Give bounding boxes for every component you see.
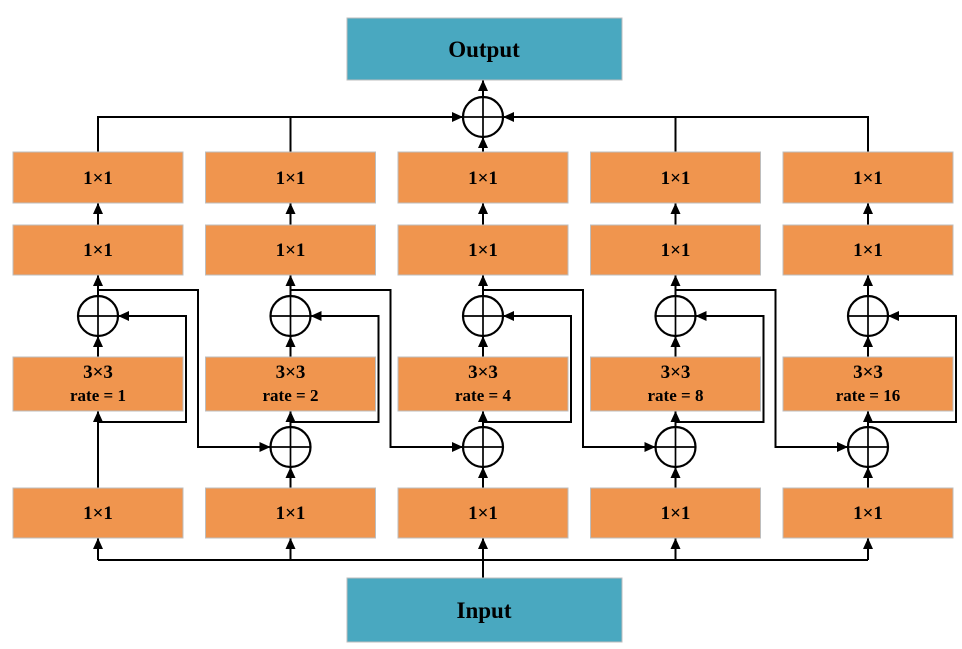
col2-residual-sum-icon — [269, 294, 312, 338]
col4-top-1x1-label: 1×1 — [661, 168, 691, 189]
col3-mid-1x1-label: 1×1 — [468, 240, 498, 261]
col1-atrous-3x3-label: 3×3 — [83, 362, 113, 383]
column-2: 1×1 1×1 3×3 rate = 2 1×1 — [205, 151, 376, 539]
col5-bottom-1x1-label: 1×1 — [853, 503, 883, 524]
col5-to-global-sum-line — [503, 112, 869, 152]
col4-top-1x1-box — [590, 151, 761, 204]
col2-top-1x1-label: 1×1 — [276, 168, 306, 189]
col1-bottom-1x1-label: 1×1 — [83, 503, 113, 524]
column-5: 1×1 1×1 3×3 rate = 16 1×1 — [782, 151, 954, 539]
global-sum-icon — [461, 95, 505, 139]
col2-atrous-3x3-label: 3×3 — [276, 362, 306, 383]
col4-atrous-3x3-box — [590, 356, 761, 412]
col2-mid-1x1-label: 1×1 — [276, 240, 306, 261]
col4-bottom-1x1-box — [590, 487, 761, 539]
connections — [93, 80, 957, 578]
col2-top-1x1-box — [205, 151, 376, 204]
col3-bottom-1x1-label: 1×1 — [468, 503, 498, 524]
col3-atrous-rate-label: rate = 4 — [455, 386, 511, 405]
col4-residual-skip-path — [675, 311, 765, 423]
col4-bottom-1x1-label: 1×1 — [661, 503, 691, 524]
col5-mid-1x1-label: 1×1 — [853, 240, 883, 261]
col5-mid-1x1-box — [782, 224, 954, 276]
col5-top-1x1-box — [782, 151, 954, 204]
col5-dense-sum-icon — [846, 425, 890, 469]
col3-residual-skip-path — [483, 311, 572, 423]
col3-atrous-3x3-box — [397, 356, 569, 412]
output-box — [346, 17, 623, 81]
col1-to-global-sum-line — [97, 112, 463, 152]
col1-bottom-1x1-box — [12, 487, 184, 539]
col1-mid-1x1-label: 1×1 — [83, 240, 113, 261]
col1-top-1x1-label: 1×1 — [83, 168, 113, 189]
col2-bottom-1x1-label: 1×1 — [276, 503, 306, 524]
col4-residual-sum-icon — [654, 294, 697, 338]
col4-to-col5-dense-path — [675, 289, 848, 452]
col4-atrous-rate-label: rate = 8 — [648, 386, 704, 405]
col1-residual-skip-path — [98, 311, 187, 423]
col3-top-1x1-box — [397, 151, 569, 204]
input-box — [346, 577, 623, 643]
column-3: 1×1 1×1 3×3 rate = 4 1×1 — [397, 151, 569, 539]
col5-top-1x1-label: 1×1 — [853, 168, 883, 189]
col2-bottom-1x1-box — [205, 487, 376, 539]
col1-residual-sum-icon — [76, 294, 120, 338]
col4-atrous-3x3-label: 3×3 — [661, 362, 691, 383]
col2-atrous-rate-label: rate = 2 — [263, 386, 319, 405]
col2-dense-sum-icon — [269, 425, 312, 469]
col1-top-1x1-box — [12, 151, 184, 204]
col4-dense-sum-icon — [654, 425, 697, 469]
col4-mid-1x1-label: 1×1 — [661, 240, 691, 261]
col3-to-col4-dense-path — [483, 289, 656, 452]
column-4: 1×1 1×1 3×3 rate = 8 1×1 — [590, 151, 761, 539]
col3-atrous-3x3-label: 3×3 — [468, 362, 498, 383]
col5-atrous-3x3-box — [782, 356, 954, 412]
input-label: Input — [457, 598, 512, 623]
col1-to-col2-dense-path — [98, 289, 271, 452]
col5-atrous-rate-label: rate = 16 — [836, 386, 900, 405]
output-label: Output — [448, 37, 520, 62]
col2-to-col3-dense-path — [290, 289, 463, 452]
col5-residual-sum-icon — [846, 294, 890, 338]
col3-mid-1x1-box — [397, 224, 569, 276]
col5-bottom-1x1-box — [782, 487, 954, 539]
col3-bottom-1x1-box — [397, 487, 569, 539]
col5-atrous-3x3-label: 3×3 — [853, 362, 883, 383]
col3-dense-sum-icon — [461, 425, 505, 469]
col4-mid-1x1-box — [590, 224, 761, 276]
col3-top-1x1-label: 1×1 — [468, 168, 498, 189]
col1-atrous-rate-label: rate = 1 — [70, 386, 126, 405]
col3-residual-sum-icon — [461, 294, 505, 338]
col2-mid-1x1-box — [205, 224, 376, 276]
col2-residual-skip-path — [290, 311, 380, 423]
column-1: 1×1 1×1 3×3 rate = 1 1×1 — [12, 151, 184, 539]
col1-mid-1x1-box — [12, 224, 184, 276]
col5-residual-skip-path — [868, 311, 957, 423]
col1-atrous-3x3-box — [12, 356, 184, 412]
col2-atrous-3x3-box — [205, 356, 376, 412]
